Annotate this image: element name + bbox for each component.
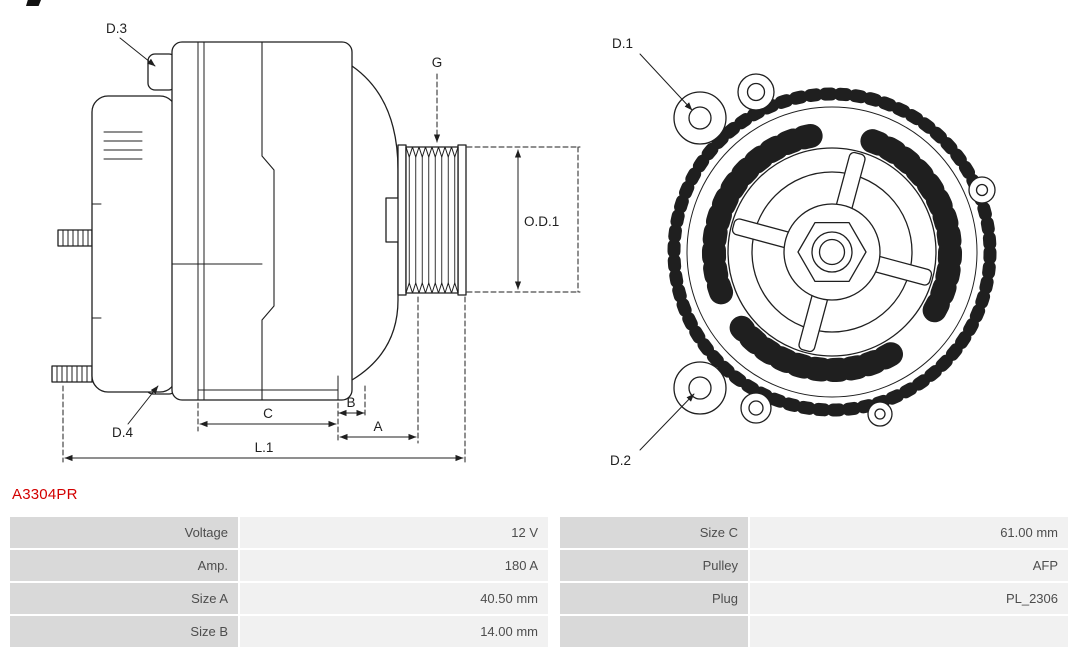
front-view-leaders: [639, 53, 695, 451]
label-d2: D.2: [610, 453, 631, 468]
front-view-drawing: [639, 53, 997, 451]
label-b: B: [346, 395, 355, 410]
extension-lines: [62, 73, 581, 463]
dimension-labels: D.3 D.4 G O.D.1 B C A L.1 D.1 D.2: [106, 21, 633, 468]
part-number: A3304PR: [12, 486, 78, 503]
spec-plug-value: PL_2306: [750, 583, 1068, 614]
spec-pulley-label: Pulley: [560, 550, 748, 581]
spec-empty-label: [560, 616, 748, 647]
label-od1: O.D.1: [524, 214, 559, 229]
spec-size-c-value: 61.00 mm: [750, 517, 1068, 548]
spec-table: Voltage 12 V Size C 61.00 mm Amp. 180 A …: [10, 517, 1070, 647]
vent-slots: [702, 123, 963, 382]
terminal-studs: [51, 229, 93, 383]
spec-size-c-label: Size C: [560, 517, 748, 548]
label-d3: D.3: [106, 21, 127, 36]
pulley-front: [727, 147, 937, 357]
spec-pulley-value: AFP: [750, 550, 1068, 581]
pulley-side: [397, 144, 467, 296]
label-d1: D.1: [612, 36, 633, 51]
spec-size-b-value: 14.00 mm: [240, 616, 548, 647]
spec-voltage-value: 12 V: [240, 517, 548, 548]
label-a: A: [373, 419, 382, 434]
label-g: G: [432, 55, 443, 70]
spec-empty-value: [750, 616, 1068, 647]
spec-voltage-label: Voltage: [10, 517, 238, 548]
logo-fragment: [26, 0, 41, 6]
table-column-gap: [550, 517, 558, 548]
rear-housing: [91, 95, 177, 393]
table-column-gap: [550, 583, 558, 614]
side-view-drawing: [51, 41, 467, 401]
leader-d1: [639, 53, 693, 111]
alternator-technical-drawing: D.3 D.4 G O.D.1 B C A L.1 D.1 D.2: [51, 21, 997, 468]
side-view-dimensions: [62, 37, 581, 463]
cooling-fins-ring: [667, 87, 997, 417]
spec-amp-label: Amp.: [10, 550, 238, 581]
pulley-spokes: [731, 151, 933, 353]
leader-d2: [639, 393, 695, 451]
fins-inner-rim: [686, 106, 978, 398]
main-body: [171, 41, 353, 401]
table-column-gap: [550, 616, 558, 647]
table-column-gap: [550, 550, 558, 581]
spec-amp-value: 180 A: [240, 550, 548, 581]
leader-d4: [127, 385, 159, 425]
spec-size-a-label: Size A: [10, 583, 238, 614]
label-l1: L.1: [255, 440, 274, 455]
spec-size-b-label: Size B: [10, 616, 238, 647]
leader-d3: [119, 37, 156, 67]
spec-size-a-value: 40.50 mm: [240, 583, 548, 614]
label-d4: D.4: [112, 425, 134, 440]
spec-plug-label: Plug: [560, 583, 748, 614]
label-c: C: [263, 406, 273, 421]
